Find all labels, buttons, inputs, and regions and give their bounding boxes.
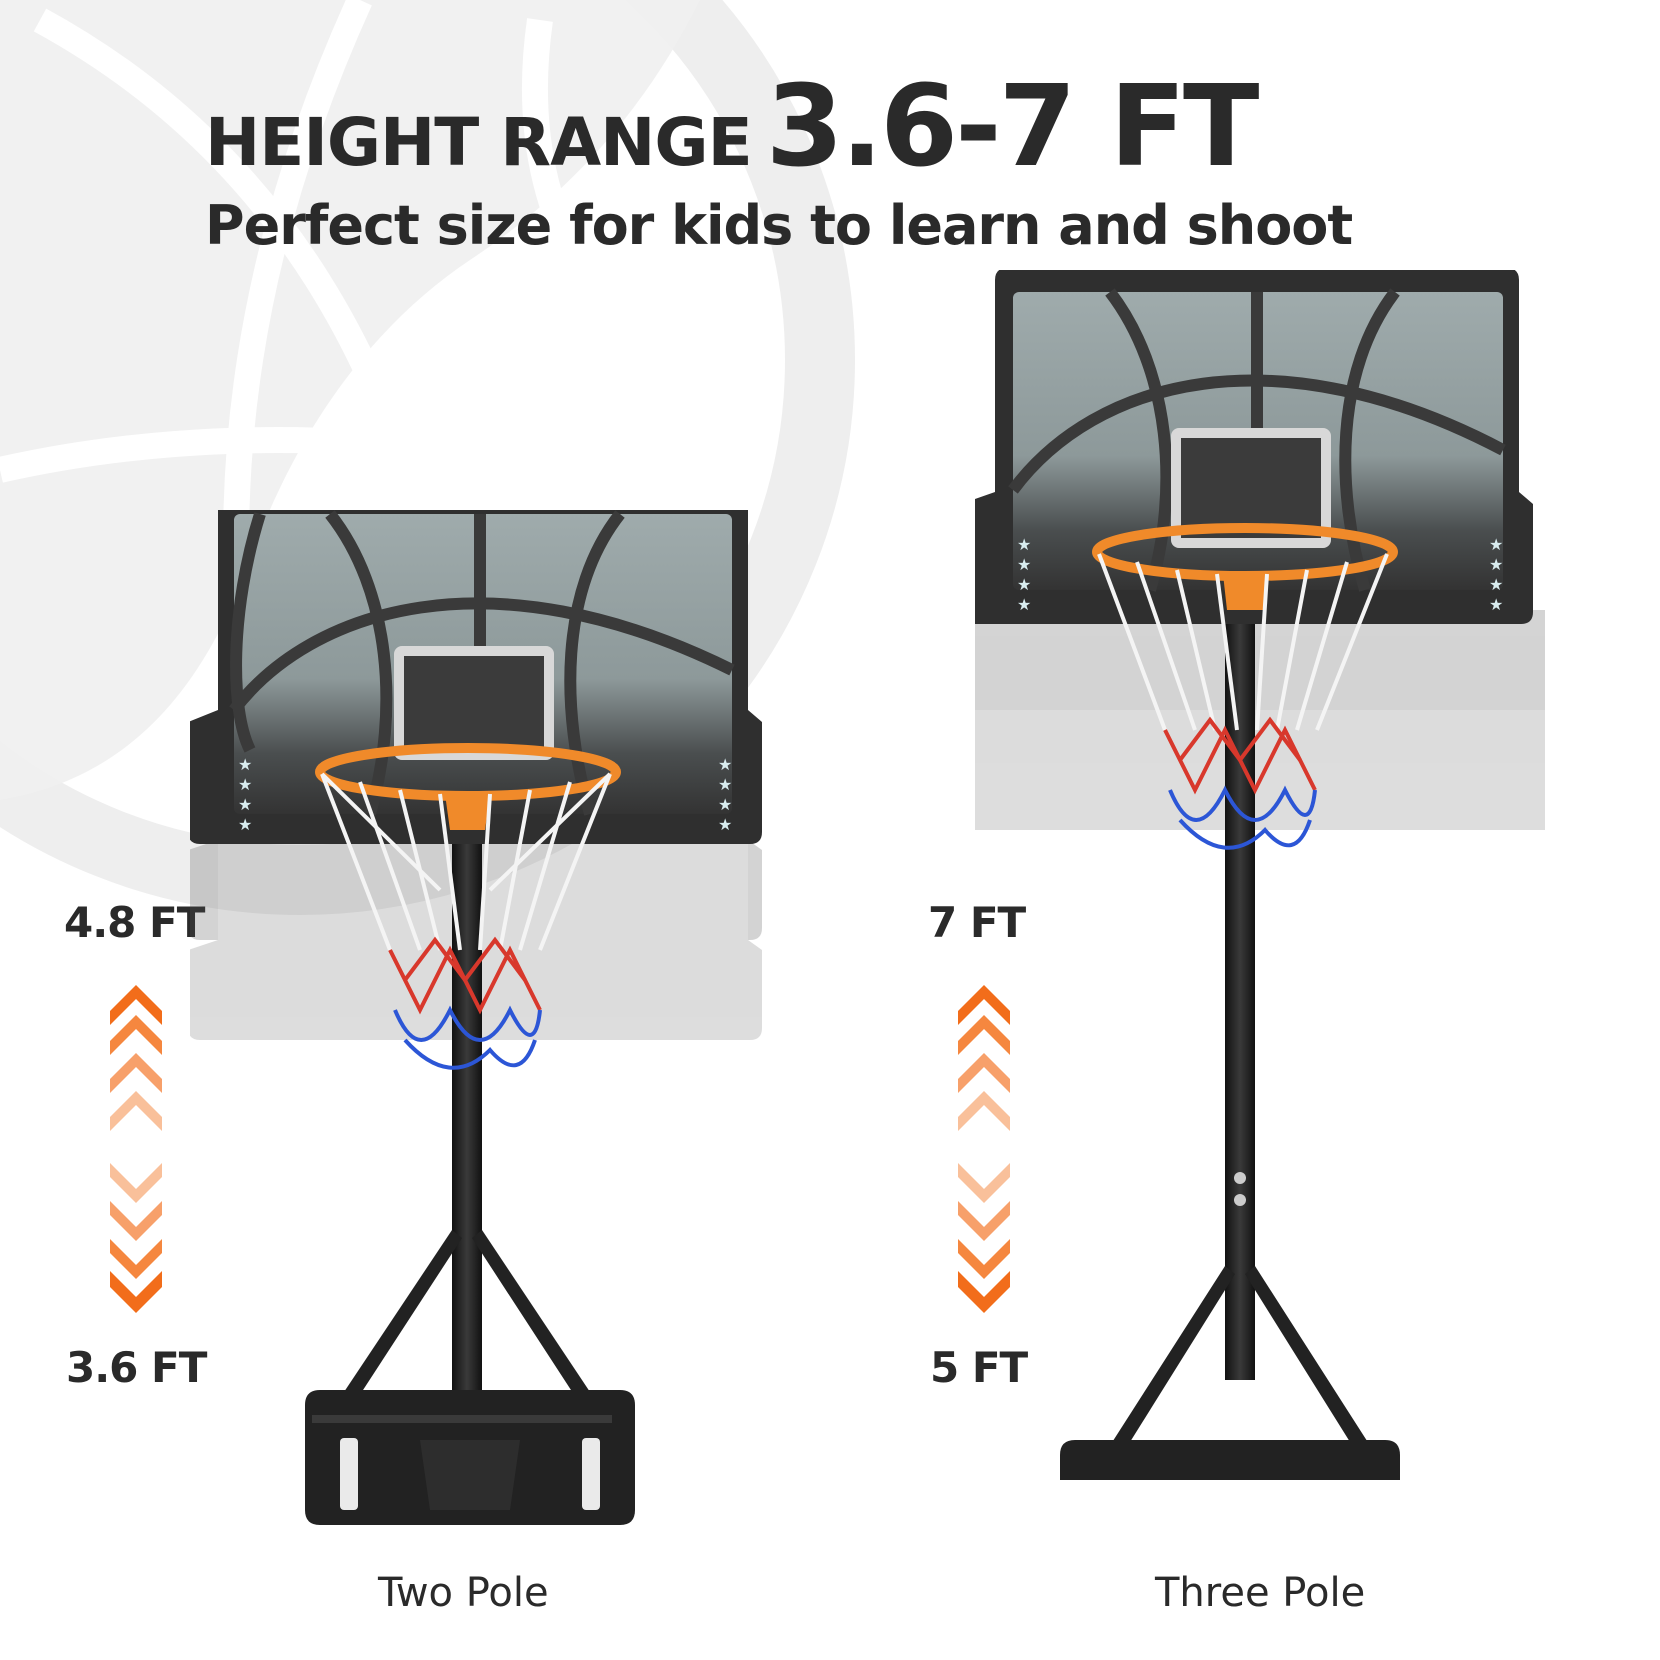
svg-text:★: ★ — [1017, 575, 1031, 594]
svg-text:★: ★ — [718, 755, 732, 774]
svg-text:★: ★ — [718, 775, 732, 794]
two-pole-max-height: 4.8 FT — [64, 898, 205, 947]
two-pole-hoop-illustration: ★★★★ ★★★★ — [190, 510, 762, 1525]
two-pole-caption: Two Pole — [378, 1570, 549, 1616]
svg-text:★: ★ — [1017, 555, 1031, 574]
svg-text:★: ★ — [1017, 535, 1031, 554]
svg-text:★: ★ — [238, 795, 252, 814]
three-pole-hoop-illustration: ★★★★ ★★★★ — [975, 270, 1545, 1480]
two-pole-min-height: 3.6 FT — [66, 1343, 207, 1392]
svg-text:★: ★ — [238, 815, 252, 834]
three-pole-min-height: 5 FT — [930, 1343, 1028, 1392]
svg-text:★: ★ — [1489, 575, 1503, 594]
three-pole-adjust-arrows-icon — [958, 985, 1010, 1313]
three-pole-caption: Three Pole — [1155, 1570, 1366, 1616]
headline-lead: HEIGHT RANGE — [205, 104, 753, 181]
svg-text:★: ★ — [1489, 595, 1503, 614]
svg-text:★: ★ — [718, 795, 732, 814]
headline-range: 3.6-7 FT — [765, 62, 1260, 192]
svg-text:★: ★ — [1489, 535, 1503, 554]
svg-text:★: ★ — [238, 755, 252, 774]
two-pole-adjust-arrows-icon — [110, 985, 162, 1313]
svg-text:★: ★ — [1017, 595, 1031, 614]
svg-text:★: ★ — [1489, 555, 1503, 574]
headline-subtitle: Perfect size for kids to learn and shoot — [205, 194, 1353, 257]
three-pole-max-height: 7 FT — [928, 898, 1026, 947]
svg-text:★: ★ — [718, 815, 732, 834]
svg-text:★: ★ — [238, 775, 252, 794]
